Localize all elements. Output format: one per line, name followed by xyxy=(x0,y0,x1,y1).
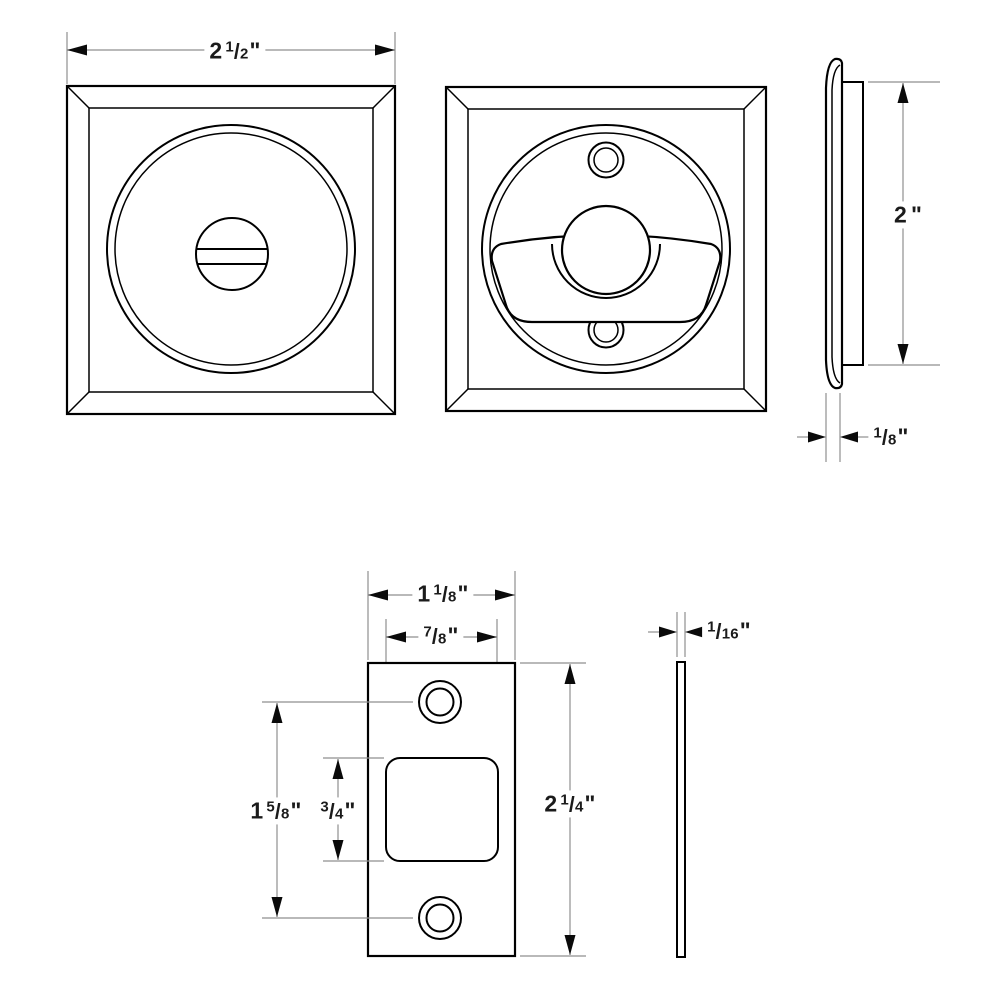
arrow-up xyxy=(897,83,909,103)
arrow-down xyxy=(332,840,344,860)
front-plate-bevel-square xyxy=(88,107,374,393)
strike-plate-edge xyxy=(676,661,686,958)
front-plate-bevel-corners xyxy=(66,85,396,415)
arrow-right xyxy=(808,431,826,443)
front-rosette-inner-circle xyxy=(114,132,348,366)
arrow-up xyxy=(332,759,344,779)
arrow-down xyxy=(271,897,283,917)
arrow-right xyxy=(659,626,677,638)
thumbturn-cradle-arc xyxy=(551,243,661,299)
strike-plate-front-view xyxy=(366,661,517,958)
rosette-face-bevel-line xyxy=(831,64,841,384)
dim-label-strike-bolt-width: 7/8" xyxy=(418,622,464,650)
rosette-face-side xyxy=(824,57,844,390)
thumbturn-knob xyxy=(560,204,652,296)
back-rosette-outer-circle xyxy=(481,124,731,374)
emergency-release-button xyxy=(195,217,269,291)
arrow-down xyxy=(564,935,576,955)
back-rosette-inner-circle xyxy=(489,132,723,366)
rosette-body-side xyxy=(840,81,864,366)
arrow-right xyxy=(375,44,395,56)
rosette-side-profile-view xyxy=(824,57,864,390)
arrow-left xyxy=(386,631,406,643)
dim-label-side-height: 2" xyxy=(888,201,928,229)
arrow-left xyxy=(840,431,858,443)
back-plate-bevel-corners xyxy=(445,86,767,412)
emergency-release-slot xyxy=(197,248,268,265)
top-screw-hole xyxy=(587,141,625,179)
front-rosette-outer-circle xyxy=(106,124,356,374)
strike-bottom-screw-hole xyxy=(418,896,462,940)
arrow-left xyxy=(368,589,388,601)
strike-plate-body xyxy=(366,661,517,958)
strike-top-screw-hole xyxy=(418,680,462,724)
dim-label-strike-side-thickness: 1/16" xyxy=(702,617,756,645)
dimension-side-thickness xyxy=(797,393,869,462)
back-plate-bevel-square xyxy=(467,108,745,390)
arrow-down xyxy=(897,344,909,364)
front-rosette-view xyxy=(65,84,397,416)
dim-label-side-thickness: 1/8" xyxy=(868,423,914,451)
arrow-left xyxy=(685,626,703,638)
arrow-up xyxy=(564,664,576,684)
arrow-right xyxy=(495,589,515,601)
strike-bolt-opening xyxy=(385,757,499,862)
dim-label-strike-opening-height: 3/4" xyxy=(315,797,361,825)
arrow-left xyxy=(67,44,87,56)
arrow-right xyxy=(477,631,497,643)
arrow-up xyxy=(271,703,283,723)
strike-plate-side-view xyxy=(676,661,686,958)
back-rosette-thumbturn-view xyxy=(444,85,768,413)
